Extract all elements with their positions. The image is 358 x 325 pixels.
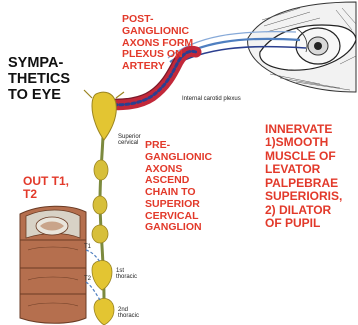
superior-cervical-label: Superior cervical	[118, 134, 141, 147]
outflow-annotation: OUT T1, T2	[23, 175, 69, 202]
preganglionic-annotation: PRE- GANGLIONIC AXONS ASCEND CHAIN TO SU…	[145, 140, 212, 234]
first-thoracic-label: 1st thoracic	[116, 268, 137, 281]
postganglionic-annotation: POST- GANGLIONIC AXONS FORM PLEXUS ON AR…	[122, 14, 193, 73]
sympathetic-chain	[84, 90, 124, 325]
internal-carotid-plexus-label: Internal carotid plexus	[182, 96, 241, 102]
innervation-annotation: INNERVATE 1)SMOOTH MUSCLE OF LEVATOR PAL…	[265, 123, 342, 231]
second-thoracic-label: 2nd thoracic	[118, 307, 139, 320]
spinal-cord-segments	[20, 206, 86, 323]
t1-label: T1	[84, 244, 91, 250]
t2-label: T2	[84, 276, 91, 282]
diagram-title: SYMPA- THETICS TO EYE	[8, 55, 70, 104]
